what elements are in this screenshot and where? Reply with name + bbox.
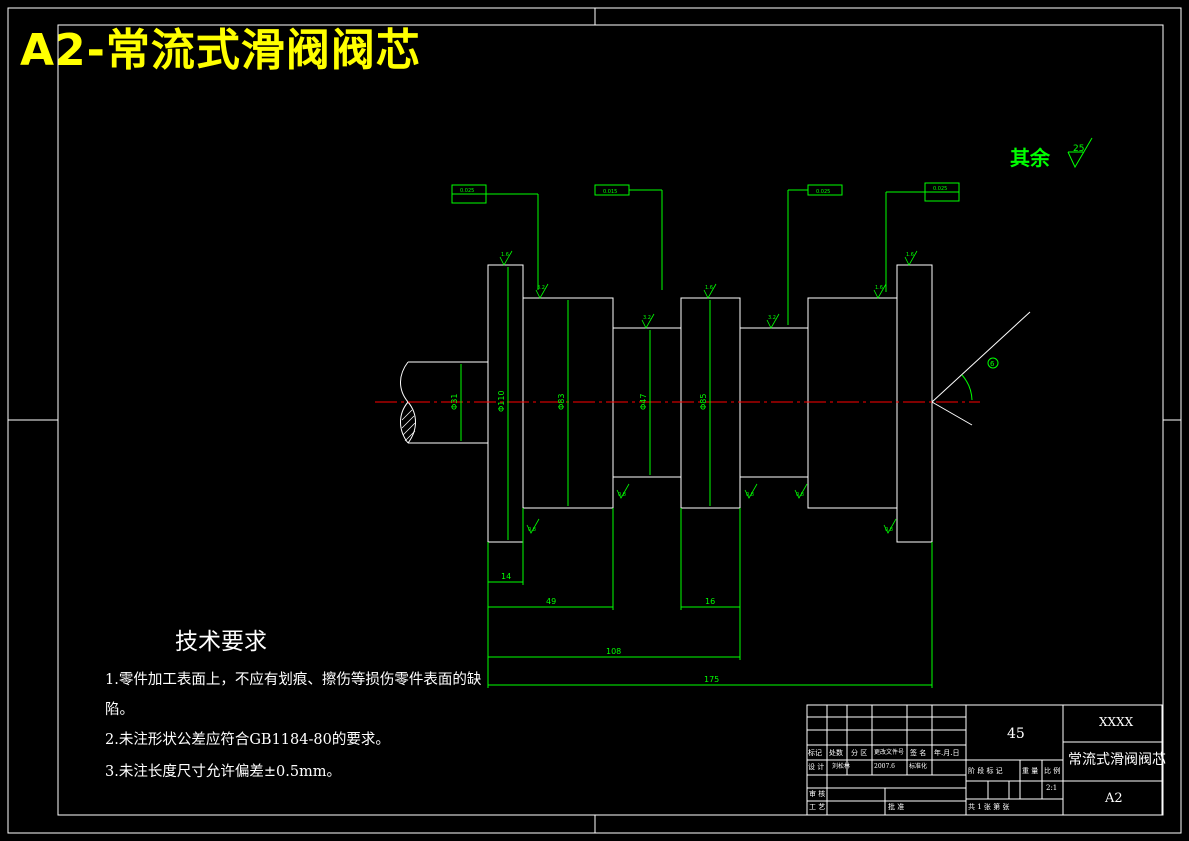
dim-49: 49	[546, 597, 556, 606]
tech-requirements-heading: 技术要求	[175, 629, 267, 655]
cone-angle-lines	[931, 311, 1031, 426]
svg-text:0.025: 0.025	[816, 189, 830, 195]
svg-text:1.6: 1.6	[705, 285, 713, 291]
dim-14: 14	[501, 572, 511, 581]
svg-text:0.8: 0.8	[618, 492, 626, 498]
svg-text:0.025: 0.025	[933, 186, 947, 192]
svg-text:0.025: 0.025	[460, 188, 474, 194]
process-label: 工 艺	[809, 803, 826, 811]
roughness-values: 1.6 3.2 3.2 1.6 3.2 1.6 1.6 0.8 0.8 0.8 …	[501, 252, 914, 533]
header-label-4: 签 名	[910, 749, 927, 757]
diameter-label-4: Φ47	[639, 394, 648, 410]
roughness-symbol-remainder	[1067, 137, 1093, 169]
tolerance-values: 0.025 0.015 0.025 0.025	[460, 186, 947, 195]
svg-text:3.2: 3.2	[537, 285, 545, 291]
company-name: XXXX	[1099, 715, 1134, 729]
drawing-frame	[7, 7, 1182, 834]
design-date: 2007.6	[874, 763, 895, 770]
drawing-name: 常流式滑阀阀芯	[1068, 752, 1166, 768]
header-label-5: 年.月.日	[934, 749, 960, 757]
dim-175: 175	[704, 675, 719, 684]
scale-label: 比 例	[1044, 767, 1061, 775]
design-label: 设 计	[808, 763, 825, 771]
tolerance-frames	[451, 182, 960, 325]
approve-label: 批 准	[888, 803, 905, 811]
diameter-labels: Φ31 Φ110 Φ83 Φ47 Φ85	[450, 390, 708, 412]
svg-text:0.8: 0.8	[796, 492, 804, 498]
header-label-1: 处数	[829, 749, 843, 757]
designer-name: 刘松林	[832, 763, 851, 770]
stage-mark-label: 阶 段 标 记	[968, 767, 1003, 775]
roughness-symbols	[499, 250, 918, 534]
svg-text:3.2: 3.2	[768, 315, 776, 321]
diameter-label-5: Φ85	[699, 394, 708, 410]
svg-text:0.8: 0.8	[885, 527, 893, 533]
horizontal-dimension-lines	[488, 581, 932, 686]
svg-text:1.6: 1.6	[906, 252, 914, 258]
drawing-title-banner: A2-常流式滑阀阀芯	[20, 25, 421, 76]
extension-lines	[487, 508, 933, 688]
tech-requirement-2: 2.未注形状公差应符合GB1184-80的要求。	[105, 732, 390, 748]
tech-requirement-3: 3.未注长度尺寸允许偏差±0.5mm。	[105, 764, 342, 780]
standardization-label: 标准化	[909, 763, 928, 770]
diameter-label-3: Φ83	[557, 394, 566, 410]
diameter-label-1: Φ31	[450, 394, 459, 410]
sheet-count: 共 1 张 第 张	[968, 803, 1010, 811]
chamfer-callout: 6	[990, 360, 995, 368]
drawing-number: A2	[1105, 791, 1123, 806]
diameter-label-2: Φ110	[497, 390, 506, 412]
header-label-3: 更改文件号	[874, 749, 905, 756]
svg-text:0.8: 0.8	[746, 492, 754, 498]
break-hatch	[401, 409, 416, 442]
horizontal-dimension-labels: 14 49 16 108 175	[501, 572, 719, 684]
remainder-roughness-value: 25	[1073, 144, 1084, 154]
svg-text:1.6: 1.6	[501, 252, 509, 258]
remaining-surface-finish-label: 其余	[1010, 146, 1050, 170]
tech-requirement-1-cont: 陷。	[105, 702, 134, 718]
svg-text:0.015: 0.015	[603, 189, 617, 195]
dim-108: 108	[606, 647, 621, 656]
svg-text:1.6: 1.6	[875, 285, 883, 291]
diameter-dimension-lines	[460, 267, 711, 540]
review-label: 审 核	[809, 790, 826, 798]
material-value: 45	[1007, 726, 1025, 742]
title-block-grid	[806, 704, 1163, 816]
header-label-2: 分 区	[851, 749, 868, 757]
header-label-0: 标记	[808, 749, 822, 757]
tech-requirement-1: 1.零件加工表面上，不应有划痕、擦伤等损伤零件表面的缺	[105, 672, 482, 688]
svg-text:0.8: 0.8	[528, 527, 536, 533]
weight-label: 重 量	[1022, 767, 1039, 775]
scale-value: 2:1	[1046, 784, 1058, 792]
angle-dimension	[961, 357, 999, 401]
svg-text:3.2: 3.2	[643, 315, 651, 321]
dim-16: 16	[705, 597, 715, 606]
